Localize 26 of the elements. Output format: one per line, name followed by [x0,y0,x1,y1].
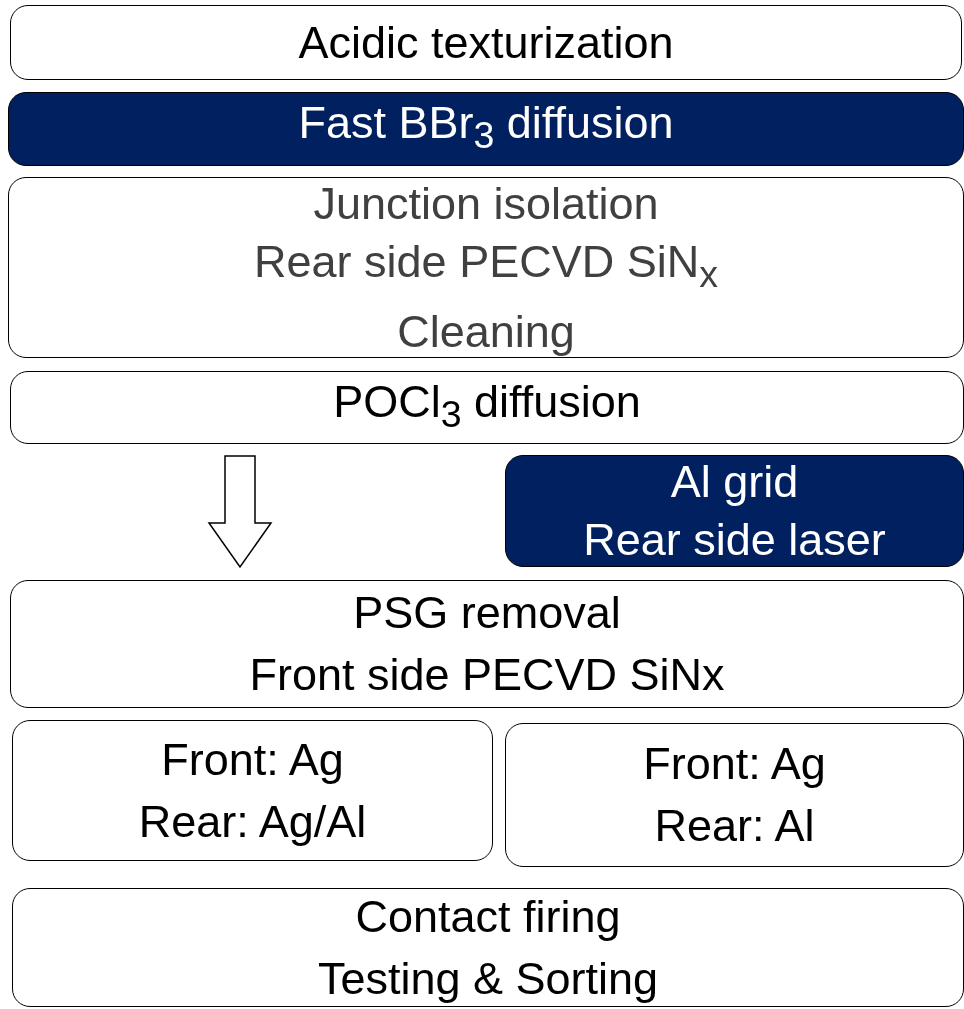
step-label: POCl$_{3}$ diffusion [333,374,641,437]
step-label: Front: Ag [161,732,344,787]
step-label: Contact firing [355,889,621,944]
process-box [10,580,964,708]
step-label: Cleaning [397,304,575,359]
step-label: Junction isolation [313,176,659,231]
process-box [12,720,493,861]
step-label: Rear side PECVD SiN$_{x}$ [254,234,718,297]
step-label: Rear side laser [583,513,886,567]
step-label: Rear: Al [654,799,815,853]
step-label: PSG removal [353,586,621,640]
process-box [505,455,964,567]
block-arrow [207,455,273,569]
step-label: Front: Ag [643,737,826,791]
process-box [12,888,964,1007]
process-box [10,5,962,80]
process-box [8,92,964,166]
step-label: Al grid [670,455,799,509]
step-label: Rear: Ag/Al [138,794,367,849]
step-label: Fast BBr$_{3}$ diffusion [298,96,674,158]
step-label: Testing & Sorting [317,951,659,1006]
step-label: Acidic texturization [298,15,674,70]
process-box [505,723,964,867]
process-box [10,371,964,444]
step-label: Front side PECVD SiNx [249,648,725,702]
process-box [8,177,964,358]
